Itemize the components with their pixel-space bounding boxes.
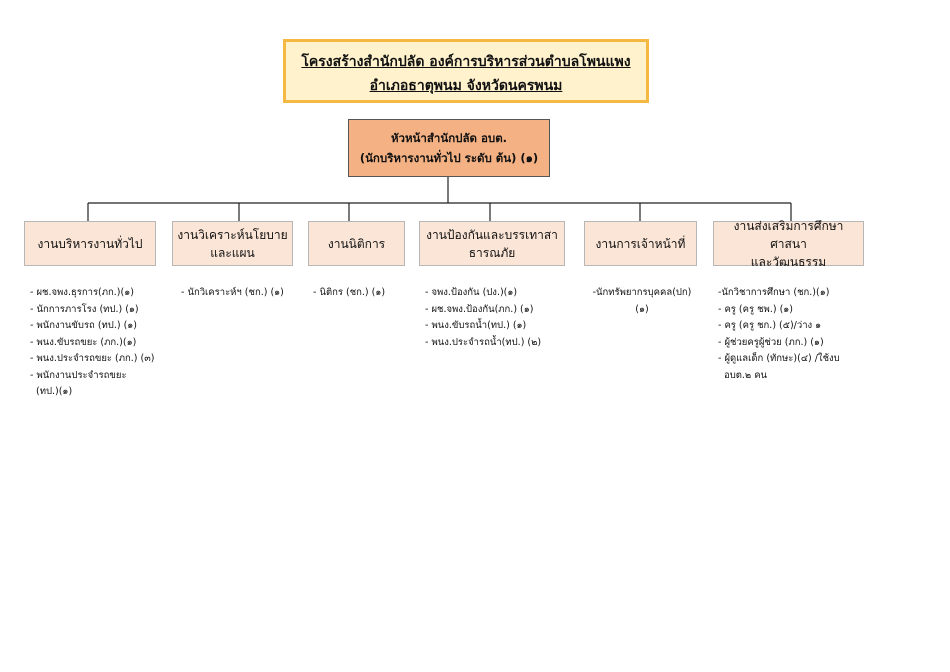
staff-item: - พนง.ประจำรถน้ำ(ทป.) (๒) xyxy=(425,336,542,348)
dept-legal-affairs: งานนิติการ xyxy=(308,221,405,266)
staff-list-legal-affairs: - นิติกร (ชก.) (๑) xyxy=(313,285,385,302)
staff-item: -นักวิชาการศึกษา (ชก.)(๑) xyxy=(718,287,830,298)
staff-list-general-administration: - ผช.จพง.ธุรการ(ภก.)(๑) - นักการภารโรง (… xyxy=(30,285,154,401)
org-chart-title: โครงสร้างสำนักปลัด องค์การบริหารส่วนตำบล… xyxy=(283,39,649,103)
head-line-1: หัวหน้าสำนักปลัด อบต. xyxy=(390,131,508,145)
staff-item: - พนง.ขับรถขยะ (ภก.)(๑) xyxy=(30,336,137,348)
dept-label-line: งานการเจ้าหน้าที่ xyxy=(595,236,686,251)
staff-item: - ครู (ครู ชพ.) (๑) xyxy=(718,303,794,315)
title-line-2: อำเภอธาตุพนม จังหวัดนครพนม xyxy=(369,78,563,94)
staff-item: - พนง.ประจำรถขยะ (ภก.) (๓) xyxy=(30,353,155,364)
staff-item: - ผู้ช่วยครูผู้ช่วย (ภก.) (๑) xyxy=(718,336,824,348)
dept-general-administration: งานบริหารงานทั่วไป xyxy=(24,221,156,266)
staff-item: - ผช.จพง.ป้องกัน(ภก.) (๑) xyxy=(425,303,534,315)
staff-item: - ผู้ดูแลเด็ก (ทักษะ)(๔) /ใช้งบ xyxy=(718,353,840,364)
staff-item: - พนักงานประจำรถขยะ xyxy=(30,369,127,381)
dept-policy-and-planning: งานวิเคราะห์นโยบาย และแผน xyxy=(172,221,293,266)
dept-disaster-prevention: งานป้องกันและบรรเทาสา ธารณภัย xyxy=(419,221,565,266)
staff-item: - ผช.จพง.ธุรการ(ภก.)(๑) xyxy=(30,287,134,298)
dept-label-line: และแผน xyxy=(210,245,255,260)
dept-education-religion-culture: งานส่งเสริมการศึกษา ศาสนา และวัฒนธรรม xyxy=(713,219,864,269)
staff-item: อบต.๒ คน xyxy=(724,369,768,381)
staff-list-policy-and-planning: - นักวิเคราะห์ฯ (ชก.) (๑) xyxy=(181,285,284,302)
staff-item: - พนง.ขับรถน้ำ(ทป.) (๑) xyxy=(425,320,527,331)
staff-item: (๑) xyxy=(635,303,649,315)
staff-item: - พนักงานขับรถ (ทป.) (๑) xyxy=(30,320,138,331)
dept-label-line: และวัฒนธรรม xyxy=(750,254,827,269)
title-line-1: โครงสร้างสำนักปลัด องค์การบริหารส่วนตำบล… xyxy=(301,54,631,70)
staff-item: - นิติกร (ชก.) (๑) xyxy=(313,287,386,298)
staff-item: -นักทรัพยากรบุคคล(ปก) xyxy=(592,287,692,298)
staff-list-education-religion-culture: -นักวิชาการศึกษา (ชก.)(๑) - ครู (ครู ชพ.… xyxy=(718,285,840,384)
staff-item: (ทป.)(๑) xyxy=(36,386,73,397)
staff-item: - นักวิเคราะห์ฯ (ชก.) (๑) xyxy=(181,287,284,298)
dept-label-line: งานป้องกันและบรรเทาสา xyxy=(426,227,558,242)
staff-item: - ครู (ครู ชก.) (๕)/ว่าง ๑ xyxy=(718,320,822,331)
staff-item: - จพง.ป้องกัน (ปง.)(๑) xyxy=(425,287,518,298)
dept-label-line: ธารณภัย xyxy=(468,245,516,260)
staff-item: - นักการภารโรง (ทป.) (๑) xyxy=(30,303,139,315)
dept-label-line: งานบริหารงานทั่วไป xyxy=(37,236,143,251)
dept-label-line: งานนิติการ xyxy=(327,236,386,251)
dept-label-line: งานส่งเสริมการศึกษา ศาสนา xyxy=(733,218,844,251)
head-line-2: (นักบริหารงานทั่วไป ระดับ ต้น) (๑) xyxy=(359,151,539,165)
head-of-office-box: หัวหน้าสำนักปลัด อบต. (นักบริหารงานทั่วไ… xyxy=(348,119,550,177)
dept-label-line: งานวิเคราะห์นโยบาย xyxy=(177,227,288,242)
staff-list-disaster-prevention: - จพง.ป้องกัน (ปง.)(๑) - ผช.จพง.ป้องกัน(… xyxy=(425,285,541,351)
dept-personnel: งานการเจ้าหน้าที่ xyxy=(584,221,697,266)
staff-list-personnel: -นักทรัพยากรบุคคล(ปก) (๑) xyxy=(592,285,692,318)
